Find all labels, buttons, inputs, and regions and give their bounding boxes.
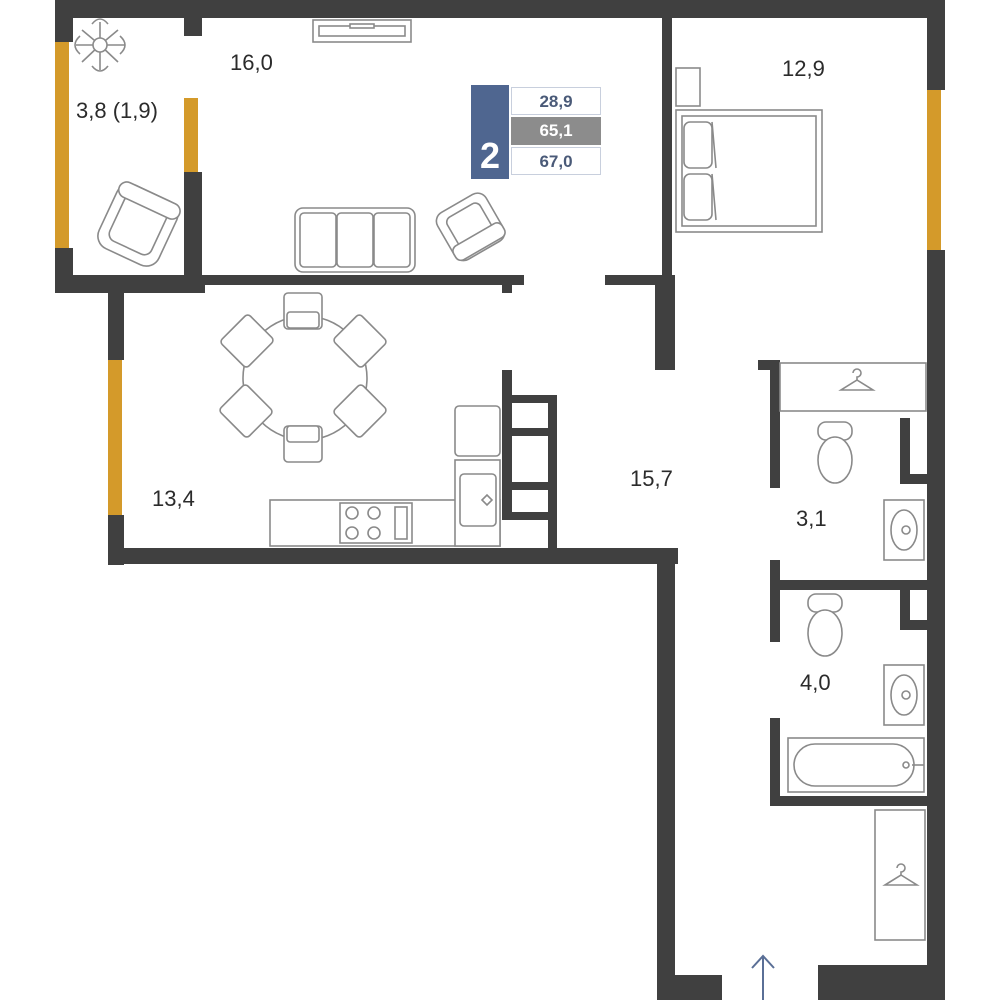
sofa <box>294 207 416 273</box>
room-count: 2 <box>479 135 501 176</box>
tv-unit <box>312 19 412 43</box>
balcony-armchair <box>97 181 181 267</box>
toilet-1 <box>817 421 853 484</box>
room-area-bedroom: 12,9 <box>782 56 825 81</box>
hanger-icon <box>882 863 920 886</box>
walls <box>55 0 945 1000</box>
room-count-badge: 2 <box>471 85 509 179</box>
toilet-2 <box>807 593 843 657</box>
room-area-hall: 15,7 <box>630 466 673 491</box>
legend-living-area: 28,9 <box>511 87 601 115</box>
bathtub <box>787 737 925 793</box>
living-armchair <box>435 192 506 262</box>
sink-1 <box>883 499 925 561</box>
plant-icon <box>74 18 126 72</box>
kitchen-counter <box>269 405 501 547</box>
room-area-balcony: 3,8 (1,9) <box>76 98 158 123</box>
wardrobe-top <box>779 362 927 412</box>
room-area-bath-1: 3,1 <box>796 506 827 531</box>
windows <box>55 42 941 515</box>
hanger-icon <box>838 368 876 391</box>
room-area-bath-2: 4,0 <box>800 670 831 695</box>
nightstand <box>675 67 701 107</box>
sink-2 <box>883 664 925 726</box>
room-area-kitchen: 13,4 <box>152 486 195 511</box>
dining-set <box>219 292 387 463</box>
area-legend: 2 28,9 65,1 67,0 <box>471 85 602 179</box>
wardrobe-bottom <box>874 809 926 941</box>
legend-total-area: 65,1 <box>511 117 601 145</box>
arrow-up-icon <box>751 954 775 1000</box>
legend-total-with-balcony: 67,0 <box>511 147 601 175</box>
bed <box>675 109 823 233</box>
room-area-living: 16,0 <box>230 50 273 75</box>
